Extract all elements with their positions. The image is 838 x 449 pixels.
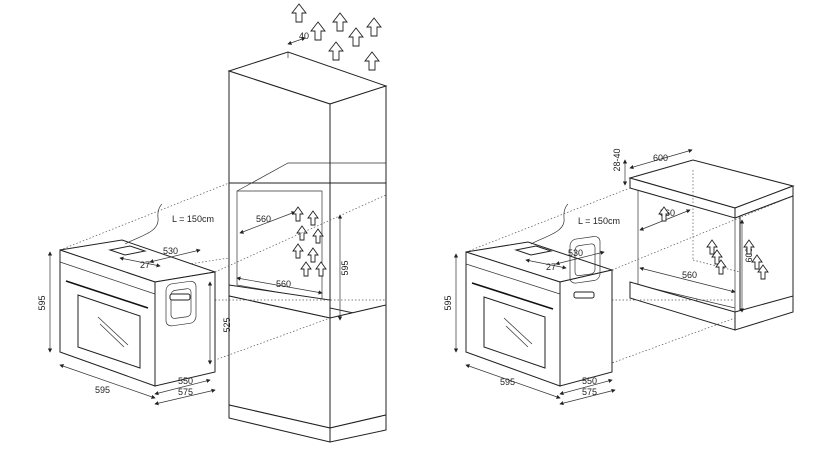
- column-dimensions: 40 560 560 595: [236, 31, 350, 321]
- left-width-label: 595: [95, 385, 110, 395]
- up-arrow-icon: [715, 259, 727, 275]
- left-oven-dimensions: 595 595 530 27 525 550 575: [37, 246, 232, 406]
- left-oven: [59, 203, 216, 387]
- up-arrow-icon: [307, 247, 319, 263]
- gap-label: 28-40: [612, 148, 622, 171]
- up-arrow-icon: [332, 12, 348, 32]
- up-arrow-icon: [291, 3, 307, 23]
- up-arrow-icon: [706, 239, 718, 255]
- up-arrow-icon: [757, 264, 769, 280]
- up-arrow-icon: [711, 249, 723, 265]
- up-arrow-icon: [658, 206, 670, 222]
- right-top-530-label: 530: [568, 248, 583, 258]
- column-cabinet: [227, 51, 388, 443]
- left-top-27-label: 27: [140, 260, 150, 270]
- up-arrow-icon: [300, 261, 312, 277]
- top-depth-label: 600: [653, 153, 668, 163]
- left-cable-label: L = 150cm: [172, 214, 214, 224]
- right-height-label: 595: [443, 295, 453, 310]
- niche-width-label: 560: [276, 279, 291, 289]
- airflow-arrows-undercounter: [658, 206, 769, 280]
- up-arrow-icon: [307, 210, 319, 226]
- right-top-27-label: 27: [546, 262, 556, 272]
- left-top-530-label: 530: [163, 246, 178, 256]
- up-arrow-icon: [310, 21, 326, 41]
- right-oven-dimensions: 595 595 530 27 550 575: [443, 248, 616, 406]
- up-arrow-icon: [348, 27, 364, 47]
- right-depth-575-label: 575: [582, 387, 597, 397]
- niche-height-label: 595: [340, 260, 350, 275]
- right-oven: [465, 203, 614, 387]
- left-height-label: 595: [37, 295, 47, 310]
- up-arrow-icon: [315, 261, 327, 277]
- left-depth-550-label: 550: [178, 376, 193, 386]
- right-width-label: 595: [500, 377, 515, 387]
- up-arrow-icon: [328, 41, 344, 61]
- right-cable-label: L = 150cm: [578, 216, 620, 226]
- vent-gap-label: 40: [299, 31, 309, 41]
- up-arrow-icon: [364, 51, 380, 71]
- right-projection-lines: [465, 187, 794, 383]
- airflow-arrows-niche: [292, 206, 327, 277]
- up-arrow-icon: [292, 243, 304, 259]
- right-niche-width-label: 560: [682, 270, 697, 280]
- left-depth-575-label: 575: [178, 387, 193, 397]
- undercounter-cabinet: [628, 159, 795, 331]
- right-niche-height-label: 600: [744, 247, 754, 262]
- up-arrow-icon: [743, 239, 755, 255]
- up-arrow-icon: [292, 206, 304, 222]
- niche-depth-label: 560: [256, 214, 271, 224]
- right-depth-550-label: 550: [582, 376, 597, 386]
- up-arrow-icon: [312, 228, 324, 244]
- airflow-arrows-top: [291, 3, 382, 71]
- up-arrow-icon: [751, 254, 763, 270]
- left-side-525-label: 525: [222, 317, 232, 332]
- up-arrow-icon: [366, 17, 382, 37]
